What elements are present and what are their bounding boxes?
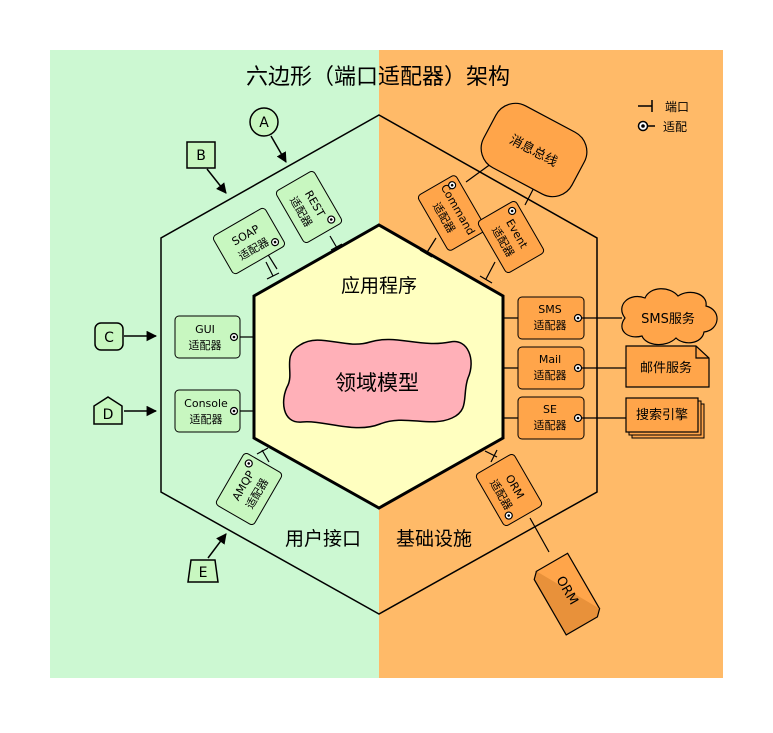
client-c: C (94, 322, 158, 351)
search-engine-service: 搜索引擎 (625, 397, 705, 439)
domain-model-blob (282, 338, 472, 429)
user-interface-label: 用户接口 (285, 528, 361, 550)
console-adapter: Console 适配器 (174, 389, 255, 433)
legend-adapter-label: 适配 (663, 120, 687, 134)
gui-adapter-name: GUI (195, 323, 215, 336)
sms-service: SMS服务 (621, 288, 718, 346)
legend: 端口 适配 (637, 100, 689, 134)
rest-adapter: REST 适配器 (275, 170, 343, 244)
sms-service-label: SMS服务 (641, 311, 695, 327)
client-e-label: E (199, 565, 208, 581)
mail-adapter-name: Mail (539, 353, 561, 366)
message-bus: 消息总线 (465, 102, 588, 206)
orm-database: ORM (533, 552, 601, 636)
legend-port-label: 端口 (665, 100, 689, 114)
domain-model-label: 领域模型 (335, 371, 419, 395)
mail-adapter: Mail 适配器 (502, 346, 626, 390)
client-c-label: C (104, 330, 114, 346)
client-d: D (93, 396, 158, 425)
sms-adapter: SMS 适配器 (502, 296, 622, 340)
gui-adapter-suffix: 适配器 (189, 339, 222, 352)
gui-adapter: GUI 适配器 (174, 315, 255, 359)
console-adapter-suffix: 适配器 (190, 413, 223, 426)
amqp-adapter: AMQP 适配器 (215, 452, 283, 526)
orm-adapter: ORM 适配器 (475, 453, 543, 527)
application-label: 应用程序 (341, 275, 417, 297)
se-adapter: SE 适配器 (502, 396, 626, 440)
client-d-label: D (103, 407, 114, 423)
mail-service-label: 邮件服务 (640, 360, 692, 376)
client-e: E (187, 533, 227, 583)
client-b: B (186, 141, 227, 194)
client-a: A (249, 107, 287, 163)
client-a-label: A (259, 115, 269, 131)
search-engine-label: 搜索引擎 (636, 408, 688, 423)
infrastructure-label: 基础设施 (396, 528, 472, 550)
mail-service: 邮件服务 (625, 345, 710, 388)
outer-hexagon (160, 114, 598, 615)
diagram-title: 六边形（端口适配器）架构 (246, 65, 510, 90)
se-adapter-name: SE (543, 403, 557, 416)
sms-adapter-suffix: 适配器 (534, 319, 567, 332)
soap-adapter: SOAP 适配器 (212, 207, 286, 275)
client-b-label: B (196, 148, 206, 164)
console-adapter-name: Console (184, 397, 228, 410)
command-adapter: Command 适配器 (417, 175, 487, 251)
mail-adapter-suffix: 适配器 (534, 369, 567, 382)
event-adapter: Event 适配器 (477, 200, 545, 274)
sms-adapter-name: SMS (538, 303, 561, 316)
se-adapter-suffix: 适配器 (534, 419, 567, 432)
